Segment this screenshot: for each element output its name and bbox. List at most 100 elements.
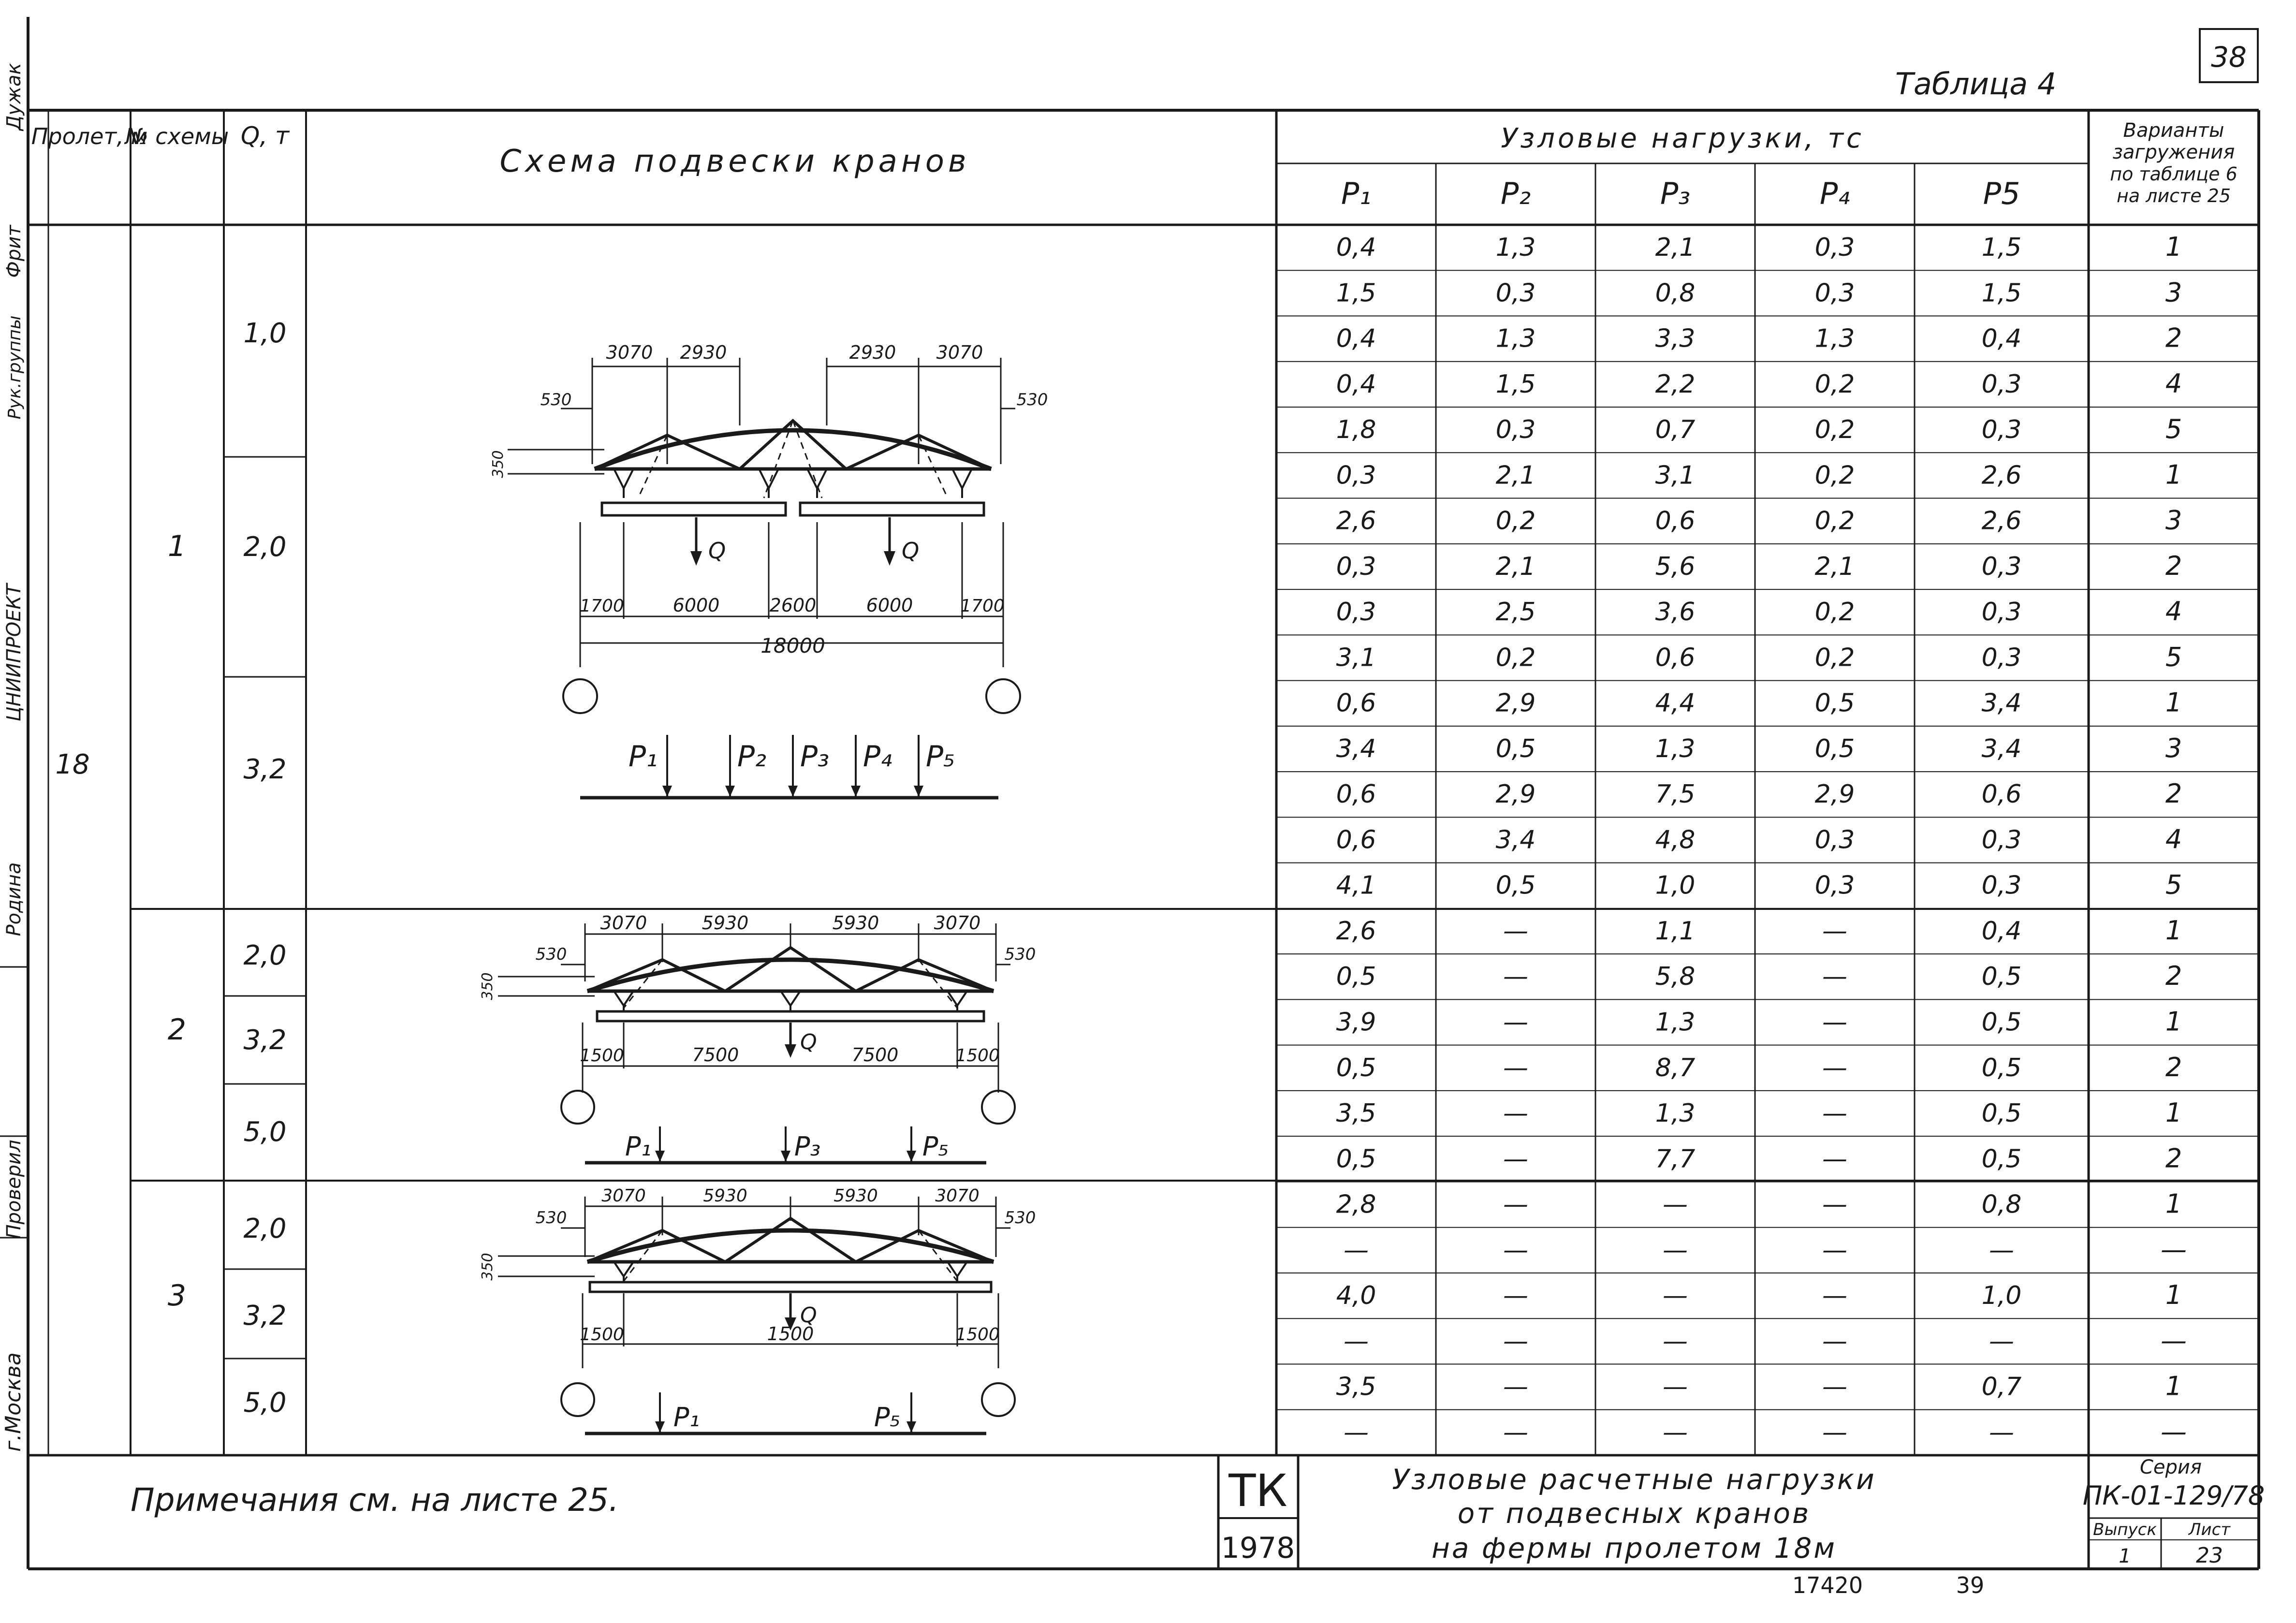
- cell-variant: 1: [2165, 687, 2182, 718]
- d2-dim-bottom-1: 1500: [580, 1046, 624, 1066]
- d1-dim-bottom-3: 2600: [770, 595, 817, 616]
- sheet-value: 23: [2196, 1543, 2223, 1568]
- cell-p5: 2,6: [1982, 461, 2022, 490]
- cell-p3: 7,5: [1655, 780, 1696, 809]
- cell-p2: 3,4: [1496, 825, 1536, 854]
- side-stamp: Дужак Фрит Рук.группы ЦНИИПРОЕКТ Родина …: [0, 63, 28, 1452]
- cell-variant: —: [2161, 1325, 2187, 1356]
- cell-p5: 0,3: [1982, 370, 2022, 399]
- cell-p1: 3,1: [1336, 643, 1376, 672]
- logo-year: 1978: [1221, 1531, 1295, 1565]
- cell-p4: 0,2: [1815, 370, 1855, 399]
- cell-p5: 0,3: [1982, 825, 2022, 854]
- cell-p4: 0,2: [1815, 415, 1855, 444]
- cell-p2: —: [1503, 1418, 1528, 1447]
- cell-p1: 3,5: [1336, 1373, 1376, 1402]
- d1-q-right: Q: [902, 538, 919, 564]
- d2-dim-top-1: 3070: [600, 912, 647, 934]
- cell-p2: 2,1: [1496, 552, 1536, 581]
- cell-p4: —: [1822, 1418, 1847, 1447]
- side-stamp-role-4: ЦНИИПРОЕКТ: [3, 582, 25, 721]
- cell-p4: —: [1822, 1053, 1847, 1082]
- cell-variant: 4: [2165, 824, 2182, 854]
- d2-force-p5: P₅: [922, 1131, 949, 1162]
- d2-q: Q: [800, 1030, 817, 1054]
- cell-p1: 2,8: [1336, 1190, 1376, 1219]
- diagram-scheme-1: 3070 2930 2930 3070 530 530 350 Q Q: [490, 342, 1048, 800]
- cell-p1: 2,6: [1336, 917, 1376, 946]
- cell-p5: —: [1989, 1236, 2014, 1265]
- d3-web: [586, 1216, 994, 1264]
- cell-p5: 3,4: [1982, 734, 2022, 763]
- cell-p4: 0,3: [1815, 871, 1855, 900]
- cell-p1: 3,4: [1336, 734, 1376, 763]
- table-label: Таблица 4: [1895, 66, 2056, 102]
- d1-cant-right: 530: [1017, 390, 1048, 409]
- d1-force-arrows: [662, 735, 923, 797]
- cell-p4: —: [1822, 1190, 1847, 1219]
- cell-p4: —: [1822, 1281, 1847, 1310]
- scheme-1-no: 1: [168, 529, 186, 563]
- cell-variant: 4: [2165, 596, 2182, 627]
- cell-p1: 0,6: [1336, 825, 1376, 854]
- d3-support-right: [981, 1382, 1016, 1417]
- header-loads-group: Узловые нагрузки, тс: [1501, 123, 1864, 154]
- header-q: Q, т: [241, 122, 290, 150]
- span-value: 18: [55, 749, 89, 780]
- cell-p3: —: [1663, 1190, 1688, 1219]
- cell-p2: 2,9: [1496, 780, 1536, 809]
- d2-height: 350: [479, 972, 496, 1000]
- cell-p5: 0,3: [1982, 552, 2022, 581]
- sheet-label: Лист: [2188, 1520, 2231, 1539]
- cell-p4: —: [1822, 1099, 1847, 1128]
- header-p5: P5: [1983, 176, 2020, 211]
- cell-p5: 0,5: [1982, 962, 2022, 991]
- footer-number-right: 39: [1956, 1572, 1985, 1598]
- cell-p2: 2,1: [1496, 461, 1536, 490]
- cell-p4: —: [1822, 1236, 1847, 1265]
- d1-dim-bottom-4: 6000: [866, 595, 913, 616]
- d1-dim-top-4: 3070: [936, 342, 983, 363]
- cell-p2: —: [1503, 1008, 1528, 1037]
- cell-p4: 0,3: [1815, 233, 1855, 262]
- cell-variant: —: [2161, 1417, 2187, 1447]
- cell-p1: 0,6: [1336, 780, 1376, 809]
- d2-q-arrowhead: [785, 1044, 796, 1058]
- cell-p2: 0,5: [1496, 734, 1536, 763]
- cell-p3: 1,3: [1655, 734, 1696, 763]
- cell-p3: 4,4: [1655, 689, 1696, 718]
- cell-p2: —: [1503, 1099, 1528, 1128]
- diagram-scheme-3: 3070 5930 5930 3070 530 530 350 Q 1500 1…: [479, 1186, 1036, 1435]
- cell-variant: 2: [2165, 961, 2182, 991]
- header-p4: P₄: [1820, 176, 1850, 211]
- scheme-3-capacity-3: 5,0: [243, 1387, 286, 1418]
- cell-p5: 3,4: [1982, 689, 2022, 718]
- cell-p1: 0,3: [1336, 552, 1376, 581]
- d3-dim-top-4: 3070: [935, 1186, 980, 1206]
- side-stamp-name-1: Дужак: [3, 63, 25, 132]
- d3-force-p1: P₁: [673, 1402, 700, 1433]
- logo-tk: ТК: [1228, 1465, 1287, 1517]
- d1-total: 18000: [760, 634, 825, 658]
- cell-p5: 0,6: [1982, 780, 2022, 809]
- cell-p3: 8,7: [1655, 1053, 1696, 1082]
- cell-p1: 0,3: [1336, 598, 1376, 627]
- cell-variant: 2: [2165, 551, 2182, 581]
- d2-dim-bottom-3: 7500: [852, 1044, 899, 1066]
- cell-p3: 1,0: [1655, 871, 1696, 900]
- cell-p1: 0,4: [1336, 233, 1376, 262]
- scheme-1-capacity-1: 1,0: [243, 318, 286, 349]
- diagram-scheme-2: 3070 5930 5930 3070 530 530 350 Q 1500 7…: [479, 912, 1036, 1165]
- title-line-2: от подвесных кранов: [1458, 1497, 1811, 1530]
- cell-p2: —: [1503, 1373, 1528, 1402]
- d2-dim-top-4: 3070: [934, 912, 981, 934]
- cell-p3: 2,2: [1655, 370, 1696, 399]
- cell-p3: 0,6: [1655, 643, 1696, 672]
- cell-p4: 1,3: [1815, 324, 1855, 353]
- d2-support-left: [560, 1090, 595, 1125]
- d1-dim-bottom-2: 6000: [673, 595, 720, 616]
- cell-p1: —: [1344, 1418, 1369, 1447]
- scheme-3-capacity-2: 3,2: [243, 1300, 286, 1331]
- cell-p4: 2,1: [1815, 552, 1855, 581]
- cell-p5: 0,5: [1982, 1053, 2022, 1082]
